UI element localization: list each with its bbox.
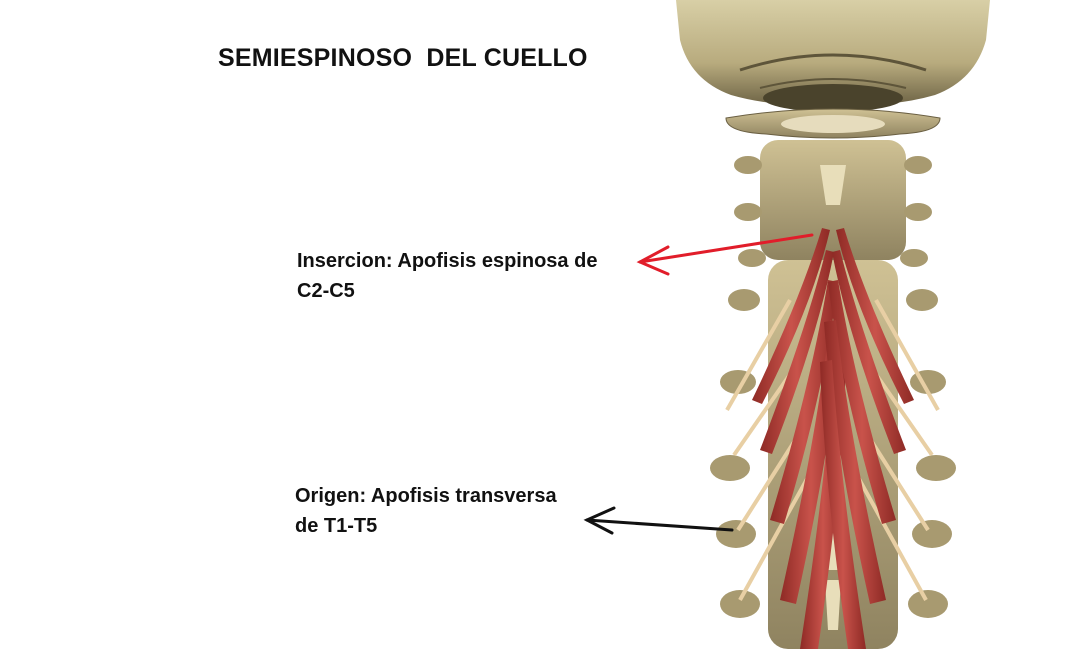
cervical-spine (734, 140, 932, 267)
origin-label-line2: de T1-T5 (295, 515, 378, 537)
origin-label: Origen: Apofisis transversa de T1-T5 (295, 481, 557, 541)
atlas-vertebra (725, 108, 941, 139)
origin-label-line1: Origen: Apofisis transversa (295, 485, 557, 507)
diagram-title: SEMIESPINOSO DEL CUELLO (218, 44, 588, 72)
insertion-label-line2: C2-C5 (297, 280, 355, 302)
origin-arrow (583, 506, 734, 535)
skull (676, 0, 990, 112)
insertion-label-line1: Insercion: Apofisis espinosa de (297, 250, 598, 272)
insertion-label: Insercion: Apofisis espinosa de C2-C5 (297, 246, 597, 306)
insertion-arrow (636, 233, 814, 276)
semispinalis-cervicis-muscles (752, 228, 914, 649)
